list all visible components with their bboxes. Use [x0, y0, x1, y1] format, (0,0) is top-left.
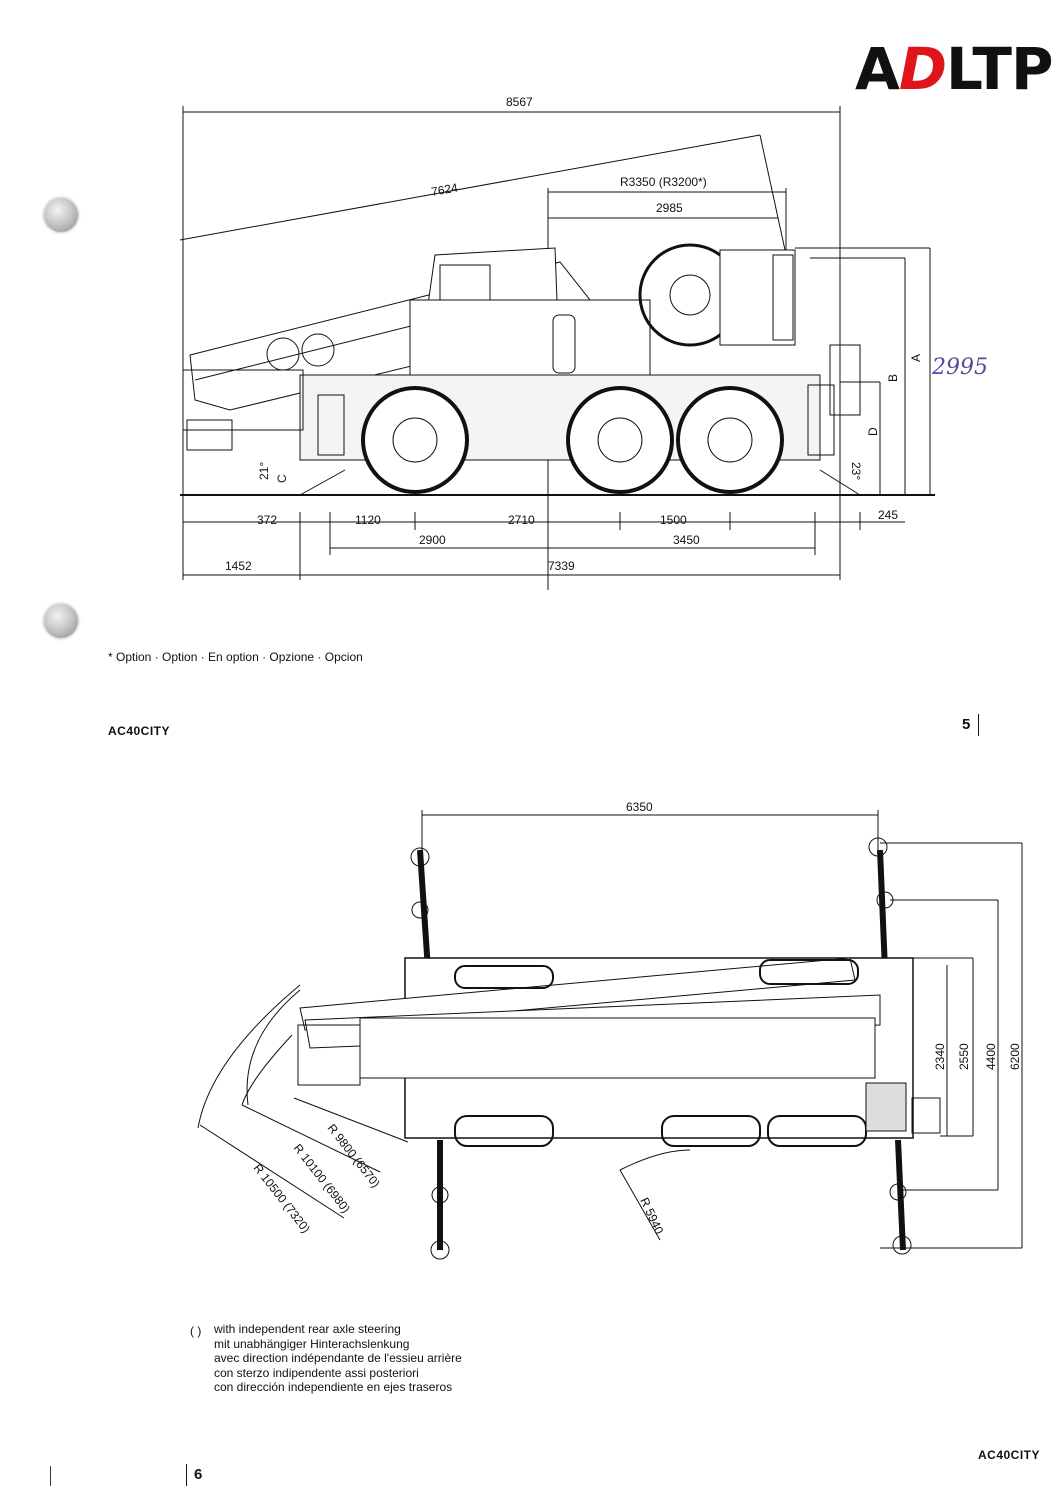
dim-letter-d: D: [866, 427, 880, 436]
dim-245: 245: [878, 508, 898, 522]
legend-line: avec direction indépendante de l'essieu …: [214, 1351, 462, 1365]
radius-9800: R 9800 (6570): [325, 1121, 383, 1190]
legend-line: with independent rear axle steering: [214, 1322, 401, 1336]
brand-mark-bottom: AC40CITY: [978, 1448, 1041, 1462]
legend-line: con dirección independiente en ejes tras…: [214, 1380, 453, 1394]
brand-mark-top: AC40CITY: [108, 724, 171, 738]
legend-symbol: ( ): [190, 1324, 202, 1338]
dim-7339: 7339: [548, 559, 575, 573]
dim-2340: 2340: [933, 1043, 947, 1070]
dim-6200: 6200: [1008, 1043, 1022, 1070]
dim-2985: 2985: [656, 201, 683, 215]
adltp-logo: ADLTP: [855, 35, 1053, 103]
angle-21: 21°: [257, 462, 271, 480]
dim-1452: 1452: [225, 559, 252, 573]
radius-5940: R 5940: [637, 1195, 666, 1236]
dim-1120: 1120: [355, 513, 381, 527]
crane-side-view-drawing: 8567 7624 R3350 (R3200*) 2985 A B D 21° …: [179, 95, 935, 590]
punch-hole: [44, 604, 78, 638]
dim-2550: 2550: [957, 1043, 971, 1070]
dim-1500: 1500: [660, 513, 687, 527]
dim-8567: 8567: [506, 95, 533, 109]
option-note: * Option · Option · En option · Opzione …: [108, 650, 363, 664]
crane-top-view-drawing: 6350 2340 2550 4400 6200 R 9800 (6570) R…: [197, 800, 1023, 1260]
legend-line: mit unabhängiger Hinterachslenkung: [214, 1336, 410, 1351]
angle-23: 23°: [849, 462, 863, 480]
dim-letter-a: A: [909, 354, 923, 362]
edge-mark: [50, 1466, 51, 1486]
dim-2710: 2710: [508, 513, 535, 527]
dim-4400: 4400: [984, 1043, 998, 1070]
dim-3450: 3450: [673, 533, 700, 547]
dim-2900: 2900: [419, 533, 446, 547]
page-number-divider: [186, 1464, 187, 1486]
handwritten-note: 2995: [932, 355, 988, 380]
legend-line: con sterzo indipendente assi posteriori: [214, 1365, 419, 1380]
dim-r3350: R3350 (R3200*): [620, 175, 707, 189]
dim-6350: 6350: [626, 800, 653, 814]
dim-letter-c: C: [275, 474, 289, 483]
dim-7624: 7624: [430, 180, 459, 198]
page-number-top: 5: [962, 716, 971, 733]
punch-hole: [44, 198, 78, 232]
dim-letter-b: B: [886, 374, 900, 382]
legend-text: with independent rear axle steering mit …: [214, 1322, 462, 1395]
radius-10500: R 10500 (7320): [251, 1161, 313, 1235]
page-number-divider: [978, 714, 979, 736]
page-number-bottom: 6: [194, 1466, 203, 1483]
dim-372: 372: [257, 513, 277, 527]
